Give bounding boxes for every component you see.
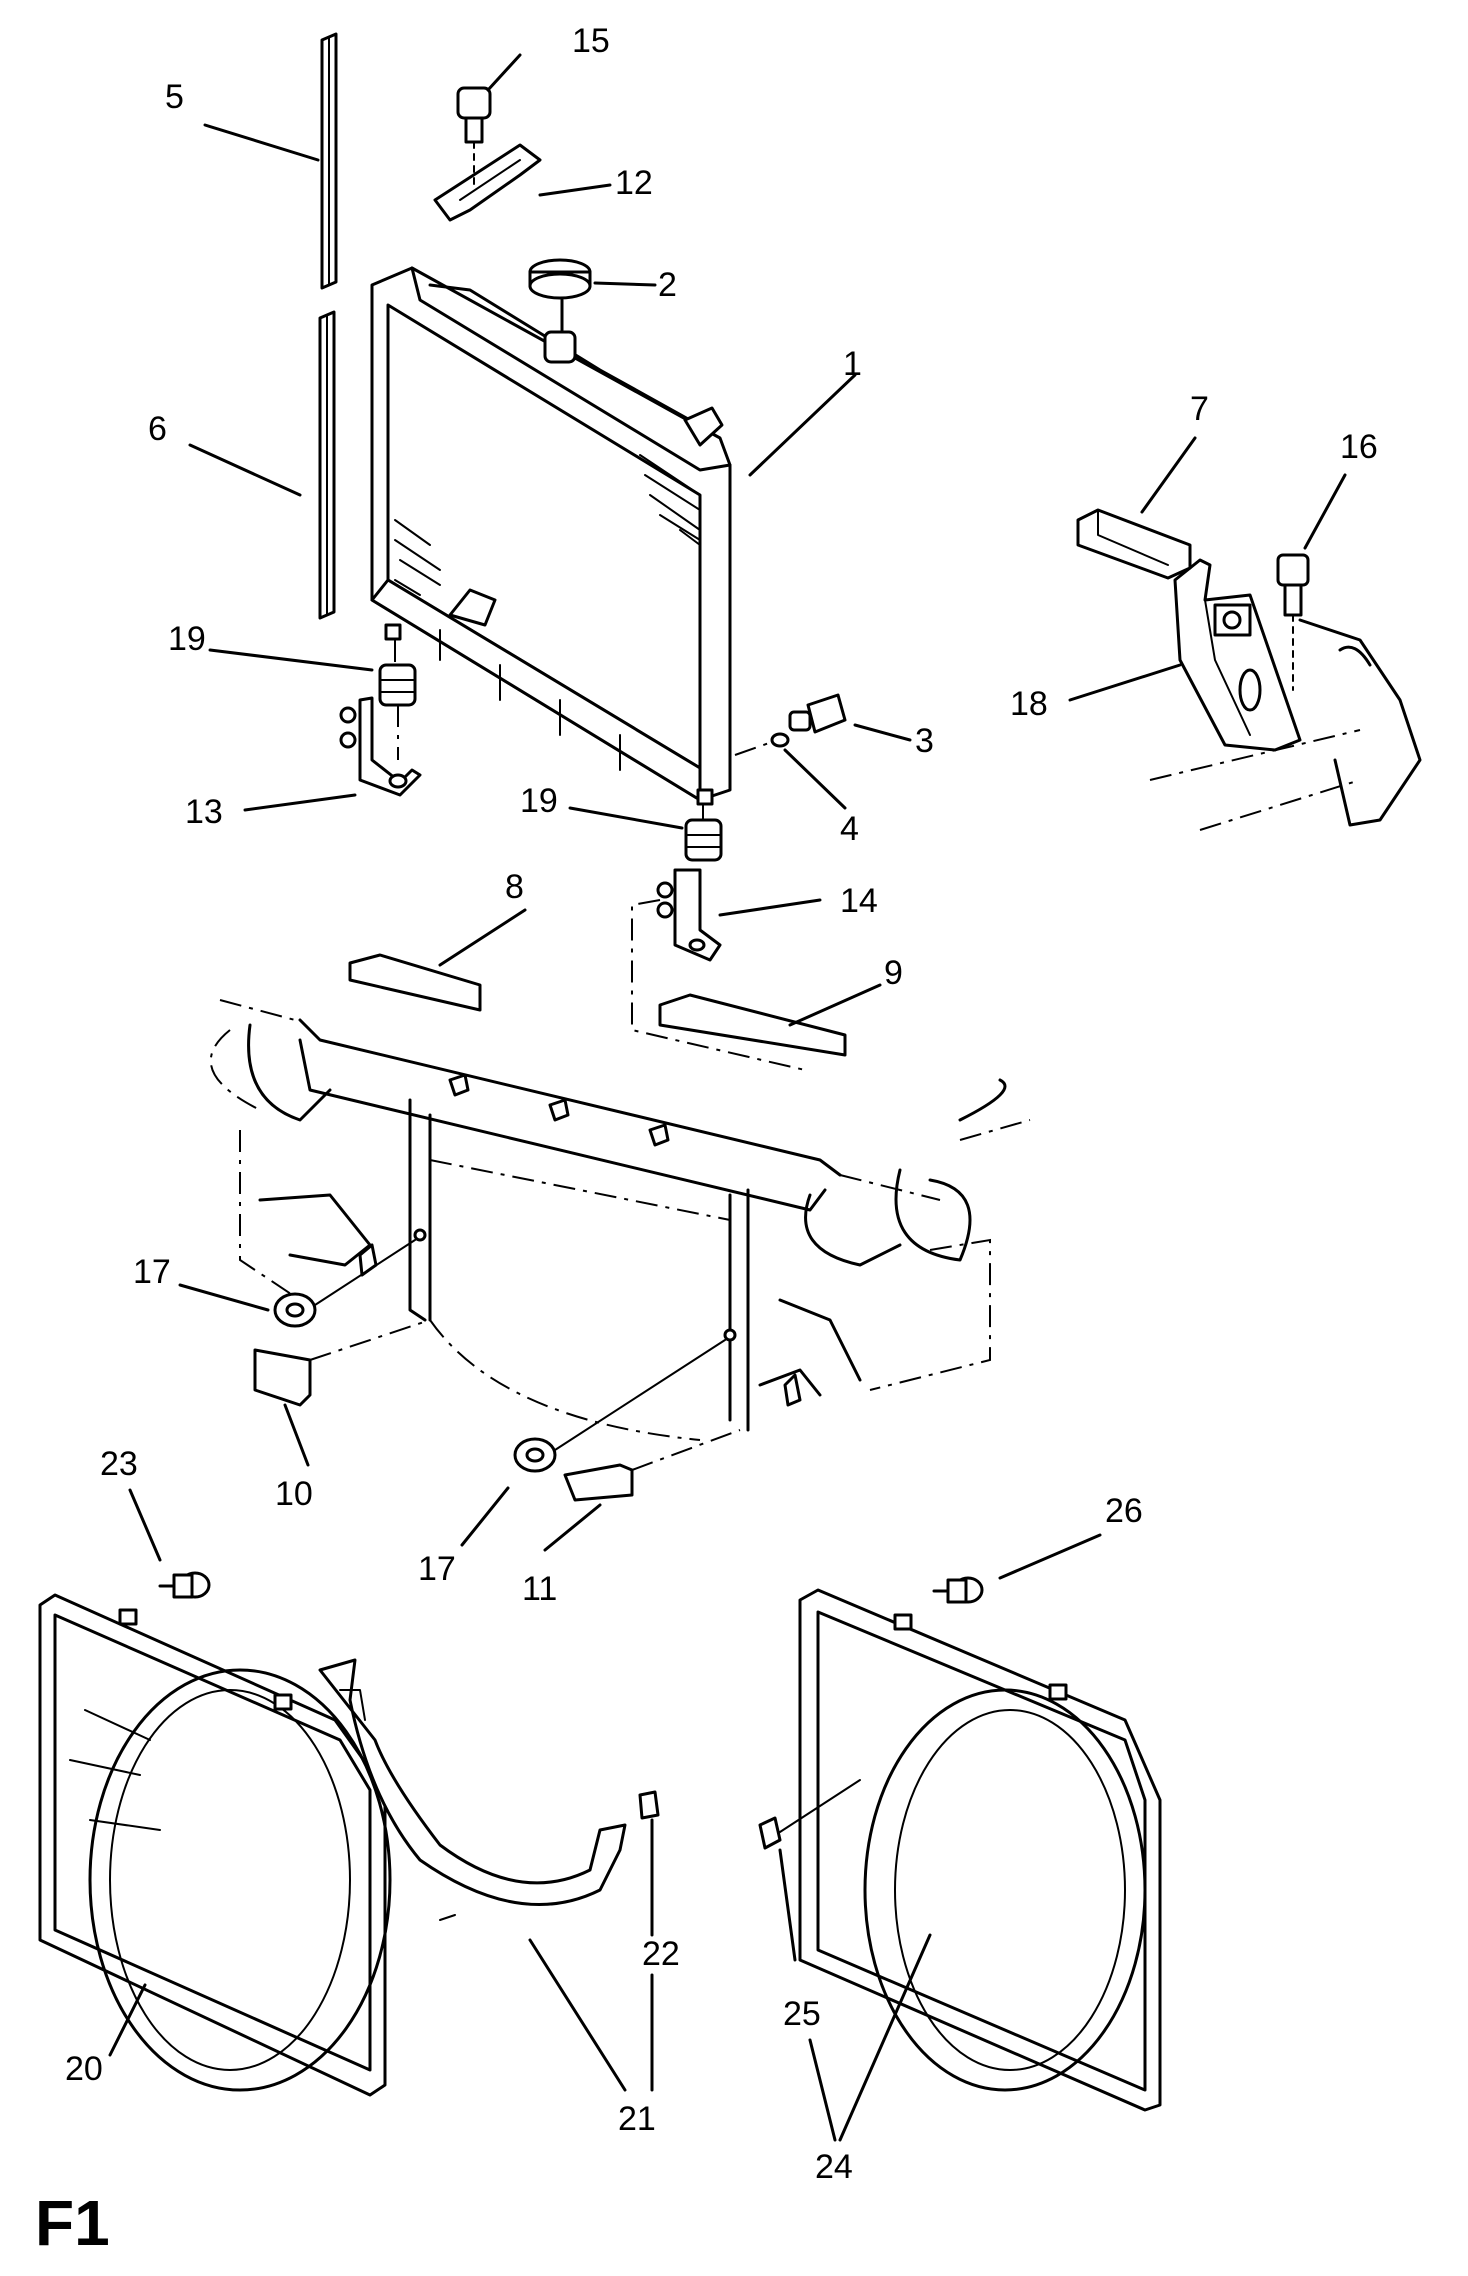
pad-right (658, 993, 847, 1057)
grommet-upper (1076, 508, 1192, 580)
callout-11: 11 (522, 1570, 557, 1608)
clamp-plate (433, 143, 542, 222)
callout-4: 4 (840, 810, 859, 848)
callout-25: 25 (783, 1995, 821, 2033)
clip (638, 1790, 660, 1820)
screw-right (932, 1576, 984, 1604)
seal-strip-upper (320, 32, 338, 290)
mount-rubber (378, 663, 723, 862)
bracket-left (339, 696, 422, 797)
callout-13: 13 (185, 793, 223, 831)
callout-10: 10 (275, 1475, 313, 1513)
callout-3: 3 (915, 722, 934, 760)
callout-2: 2 (658, 266, 677, 304)
callout-9: 9 (884, 954, 903, 992)
bracket-right (656, 868, 722, 962)
wedge-left (253, 1348, 312, 1407)
bolt-top (456, 86, 492, 191)
callout-21: 21 (618, 2100, 656, 2138)
drain-plug (788, 693, 847, 734)
callout-23: 23 (100, 1445, 138, 1483)
callout-19a: 19 (168, 620, 206, 658)
callout-7: 7 (1190, 390, 1209, 428)
callout-6: 6 (148, 410, 167, 448)
callout-22: 22 (642, 1935, 680, 1973)
callout-20: 20 (65, 2050, 103, 2088)
callout-labels: 1 2 3 4 5 6 7 8 9 10 11 12 13 14 15 16 1… (65, 22, 1378, 2186)
clip-right (758, 1816, 782, 1850)
callout-1: 1 (843, 345, 862, 383)
callout-8: 8 (505, 868, 524, 906)
bolt-right (1276, 553, 1310, 691)
seal-strip-lower (318, 310, 336, 620)
fan-shroud-left (38, 1593, 392, 2097)
callout-19b: 19 (520, 782, 558, 820)
callout-24: 24 (815, 2148, 853, 2186)
callout-26: 26 (1105, 1492, 1143, 1530)
callout-18: 18 (1010, 685, 1048, 723)
callout-16: 16 (1340, 428, 1378, 466)
callout-17b: 17 (418, 1550, 456, 1588)
leader-lines (108, 53, 1347, 2142)
callout-17a: 17 (133, 1253, 171, 1291)
front-body-panel (209, 999, 1031, 1441)
wedge-right (563, 1463, 634, 1502)
figure-id: F1 (35, 2187, 110, 2259)
callout-5: 5 (165, 78, 184, 116)
callout-12: 12 (615, 164, 653, 202)
radiator-cap (528, 258, 592, 332)
fan-shroud-right (798, 1588, 1162, 2112)
shroud-lower (318, 1658, 627, 1921)
radiator (370, 266, 732, 806)
pad-left (348, 953, 482, 1012)
support-bracket (1149, 558, 1422, 831)
callout-14: 14 (840, 882, 878, 920)
callout-15: 15 (572, 22, 610, 60)
bushing (273, 1292, 557, 1473)
screw-left (158, 1571, 211, 1599)
o-ring (770, 732, 790, 748)
